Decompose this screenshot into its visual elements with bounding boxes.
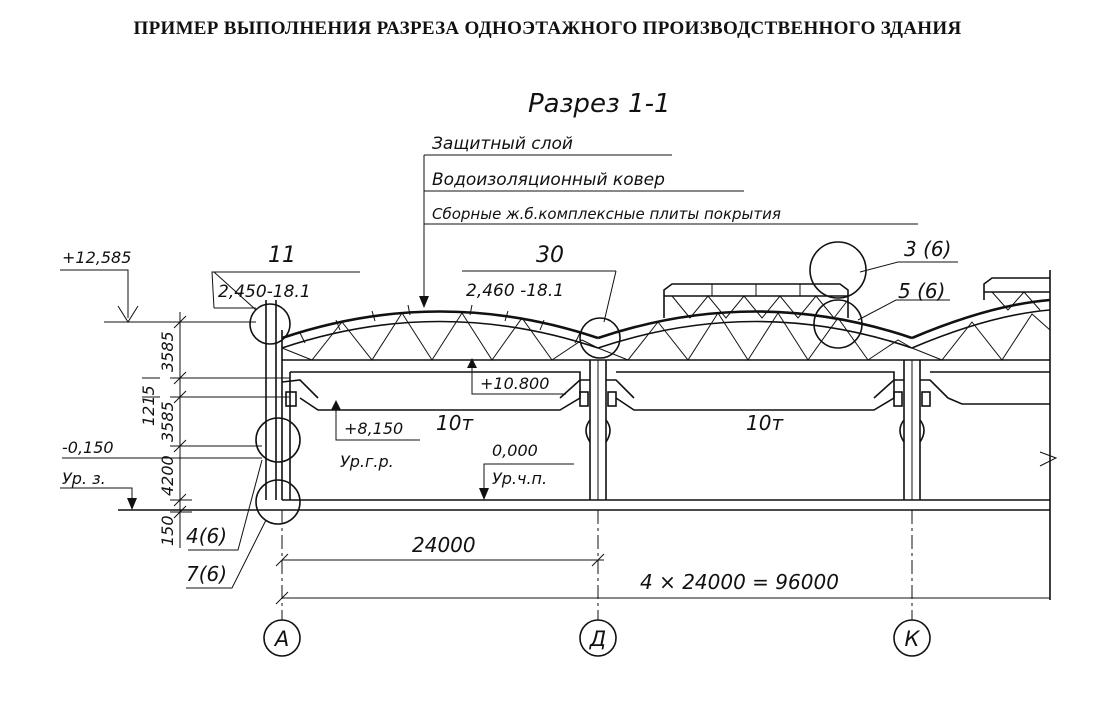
hdim-total: 4 × 24000 = 96000 bbox=[640, 570, 839, 594]
column-axis-a bbox=[265, 300, 319, 500]
level-crane: +10.800 bbox=[480, 374, 549, 393]
level-ground: -0,150 bbox=[62, 438, 114, 457]
roof-truss-span-1 bbox=[281, 304, 599, 361]
callout-11 bbox=[211, 271, 360, 311]
roof-layer-protective: Защитный слой bbox=[432, 134, 573, 154]
level-ground-caption: Ур. з. bbox=[62, 469, 106, 488]
axis-marker-d bbox=[579, 619, 617, 657]
callout-30-sheet: 2,460 -18.1 bbox=[466, 281, 564, 301]
level-rail: +8,150 bbox=[344, 419, 403, 438]
column-axis-d bbox=[559, 360, 635, 500]
callout-3: 3 (6) bbox=[904, 237, 951, 261]
axis-label-k: К bbox=[905, 627, 921, 651]
level-floor-caption: Ур.ч.п. bbox=[492, 469, 547, 488]
axis-marker-k bbox=[893, 619, 931, 657]
callout-30-number: 30 bbox=[536, 243, 564, 268]
callout-5: 5 (6) bbox=[898, 279, 945, 303]
roof-truss-span-3 bbox=[911, 270, 1058, 600]
section-label: Разрез 1-1 bbox=[528, 89, 671, 119]
level-rail-caption: Ур.г.р. bbox=[340, 452, 394, 471]
axis-label-d: Д bbox=[589, 627, 606, 651]
level-top: +12,585 bbox=[62, 248, 131, 267]
axis-label-a: А bbox=[273, 627, 289, 651]
vdim-4200: 4200 bbox=[158, 455, 177, 496]
level-mark-ground bbox=[60, 457, 262, 510]
callout-3-5-leaders bbox=[857, 261, 958, 321]
callout-4-7-leaders bbox=[186, 459, 267, 589]
callout-30 bbox=[462, 270, 617, 323]
vdim-3585-lower: 3585 bbox=[158, 401, 177, 442]
roof-layer-slabs: Сборные ж.б.комплексные плиты покрытия bbox=[432, 205, 781, 223]
level-mark-crane bbox=[467, 358, 566, 395]
drawing-title: ПРИМЕР ВЫПОЛНЕНИЯ РАЗРЕЗА ОДНОЭТАЖНОГО П… bbox=[133, 18, 962, 39]
roof-truss-span-2 bbox=[597, 283, 913, 361]
level-mark-floor bbox=[479, 463, 574, 500]
axis-marker-a bbox=[263, 619, 301, 657]
roof-layer-leaders bbox=[419, 154, 918, 308]
level-floor: 0,000 bbox=[492, 441, 538, 460]
level-mark-rail bbox=[331, 400, 420, 441]
callout-11-sheet: 2,450-18.1 bbox=[218, 282, 311, 302]
vdim-150: 150 bbox=[158, 515, 177, 546]
roof-layer-waterproofing: Водоизоляционный ковер bbox=[432, 170, 665, 190]
callout-7: 7(6) bbox=[186, 562, 227, 586]
crane-capacity-span-2: 10т bbox=[746, 411, 784, 435]
vdim-3585-upper: 3585 bbox=[158, 331, 177, 372]
horizontal-dimensions bbox=[275, 510, 1050, 620]
floor-lines bbox=[118, 499, 1050, 511]
crane-beams bbox=[290, 371, 1050, 411]
column-axis-k bbox=[873, 360, 949, 500]
callout-11-number: 11 bbox=[268, 243, 296, 268]
hdim-span: 24000 bbox=[412, 533, 476, 557]
vdim-1215: 1215 bbox=[139, 385, 158, 426]
crane-capacity-span-1: 10т bbox=[436, 411, 474, 435]
vertical-dimension-chain bbox=[142, 312, 290, 548]
callout-4: 4(6) bbox=[186, 524, 227, 548]
